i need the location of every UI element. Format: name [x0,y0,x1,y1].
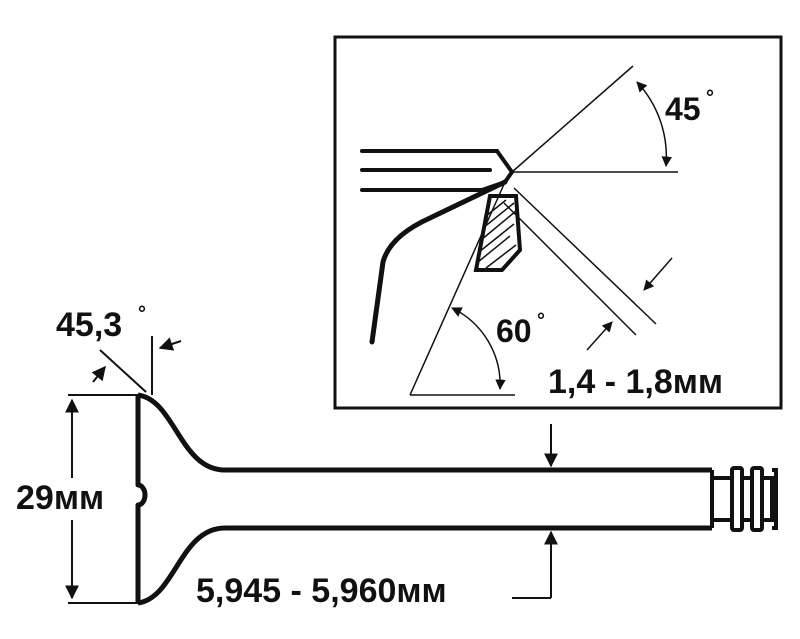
valve-stem-upper-edge [137,392,712,473]
valve-body [135,392,712,606]
detail-seat-insert [473,194,523,272]
seat-width-label: 1,4 - 1,8мм [548,363,723,401]
head-diameter-dimension [65,394,140,604]
head-diameter-label: 29мм [16,479,104,517]
detail-valve-profile [360,149,514,345]
detail-upper-angle-label: 45 [665,91,701,127]
seat-detail-inset: 45 ° 60 ° 1,4 - 1,8мм [333,35,783,410]
seat-angle-label: 45,3 [56,306,122,344]
valve-stem-end-grooves [710,466,778,532]
detail-45-angle-lines [511,65,678,173]
detail-60-angle-lines [409,181,515,396]
seat-angle-dimension [91,336,182,395]
detail-lower-angle-label: 60 [496,313,532,349]
valve-head-face [135,395,148,603]
detail-frame [333,35,783,410]
valve-stem-lower-edge [137,525,712,606]
stem-diameter-label: 5,945 - 5,960мм [196,572,447,610]
seat-angle-degree: ° [138,303,146,325]
stem-diameter-dimension [512,424,558,599]
detail-lower-angle-degree: ° [537,310,545,332]
detail-seat-width-lines [503,187,673,351]
detail-upper-angle-degree: ° [706,87,714,109]
